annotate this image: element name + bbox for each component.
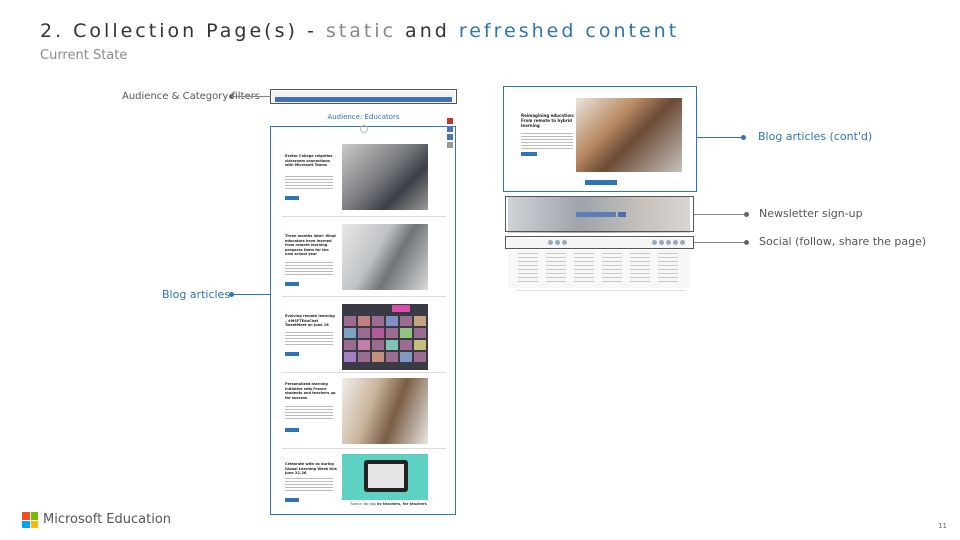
tweetmeet-badge [392,305,410,312]
article-card[interactable]: Evolving remote learning – #MSFTEduChat … [280,302,430,372]
footer-tag-prefix: Tune in for tips [350,502,378,506]
social-bar [508,238,690,248]
article-image [342,378,428,444]
scroll-control[interactable] [447,126,453,132]
callout-line [697,137,743,138]
article-image [342,304,428,370]
title-part-static: static [325,20,397,42]
newsletter-frame [505,196,694,232]
article-excerpt [285,478,333,492]
article-footer-tag: Tune in for tips by teachers, for teache… [350,502,427,506]
article-headline[interactable]: Celebrate with us during Global Learning… [285,462,337,476]
callout-dot [741,135,746,140]
audience-filters-frame [270,89,457,104]
tablet-graphic [364,460,408,492]
callout-audience-filters: Audience & Category filters [122,91,260,102]
callout-dot [744,212,749,217]
title-part-1: 2. Collection Page(s) - [40,20,326,42]
read-more-button[interactable] [285,282,299,286]
article-card[interactable]: Celebrate with us during Global Learning… [280,452,430,522]
brand-name: Microsoft Education [43,512,172,527]
share-icon[interactable] [673,240,678,245]
article-image [342,224,428,290]
article-headline[interactable]: Personalized learning initiative sets Fr… [285,382,336,400]
pinterest-icon[interactable] [562,240,567,245]
newsletter-input[interactable] [576,212,616,217]
callout-line [232,294,270,295]
divider [282,372,446,373]
footer-link-column[interactable] [630,253,650,283]
title-part-refreshed: refreshed content [458,20,680,42]
article-excerpt [285,332,333,346]
slide-title: 2. Collection Page(s) - static and refre… [40,20,679,42]
divider [282,296,446,297]
callout-dot [744,240,749,245]
scroll-control[interactable] [447,142,453,148]
footer-link-column[interactable] [602,253,622,283]
facebook-icon[interactable] [555,240,560,245]
share-icon[interactable] [652,240,657,245]
footer-link-column[interactable] [658,253,678,283]
callout-line [694,242,744,243]
callout-blog-articles-contd: Blog articles (cont'd) [758,130,873,143]
blog-articles-contd-frame [503,86,697,192]
callout-line [694,214,744,215]
article-image [342,144,428,210]
article-excerpt [285,176,333,190]
right-article-excerpt [521,133,573,149]
footer-link-column[interactable] [546,253,566,283]
callout-dot [229,292,234,297]
filter-icon[interactable] [360,125,368,133]
callout-social: Social (follow, share the page) [759,235,927,248]
article-excerpt [285,262,333,276]
read-more-button[interactable] [285,428,299,432]
article-card[interactable]: Personalized learning initiative sets Fr… [280,376,430,446]
footer-link-column[interactable] [518,253,538,283]
article-card[interactable]: Three months later: What educators have … [280,222,430,292]
divider [282,448,446,449]
article-image [342,454,428,500]
article-headline[interactable]: Evolving remote learning – #MSFTEduChat … [285,314,335,328]
right-article-image [576,98,682,172]
divider [282,216,446,217]
share-icon[interactable] [666,240,671,245]
twitter-icon[interactable] [548,240,553,245]
callout-blog-articles: Blog articles [162,288,231,301]
page-number: 11 [938,522,947,530]
footer-link-column[interactable] [574,253,594,283]
article-headline[interactable]: Exeter College reignites classroom conne… [285,154,333,168]
read-more-button[interactable] [285,196,299,200]
callout-newsletter: Newsletter sign-up [759,207,863,220]
read-more-button[interactable] [285,352,299,356]
audience-title: Audience: Educators [327,113,400,121]
newsletter-submit-button[interactable] [618,212,626,217]
title-part-3: and [396,20,459,42]
load-more-button[interactable] [585,180,617,185]
article-card[interactable]: Exeter College reignites classroom conne… [280,142,430,212]
microsoft-logo-icon [22,512,38,528]
footer-divider [516,290,686,291]
participant-grid [344,316,426,362]
mock-filter-bar[interactable] [275,97,452,102]
scroll-control[interactable] [447,134,453,140]
scroll-control[interactable] [447,118,453,124]
callout-dot [229,94,234,99]
callout-line [232,96,270,97]
article-excerpt [285,406,333,420]
article-headline[interactable]: Three months later: What educators have … [285,234,336,257]
right-read-more-button[interactable] [521,152,537,156]
share-icon[interactable] [659,240,664,245]
social-frame [505,236,694,249]
read-more-button[interactable] [285,498,299,502]
footer-tag-bold: by teachers, for teachers [377,502,427,506]
slide-subtitle: Current State [40,48,128,63]
share-icon[interactable] [680,240,685,245]
right-article-headline[interactable]: Reimagining education: From remote to hy… [521,113,575,128]
